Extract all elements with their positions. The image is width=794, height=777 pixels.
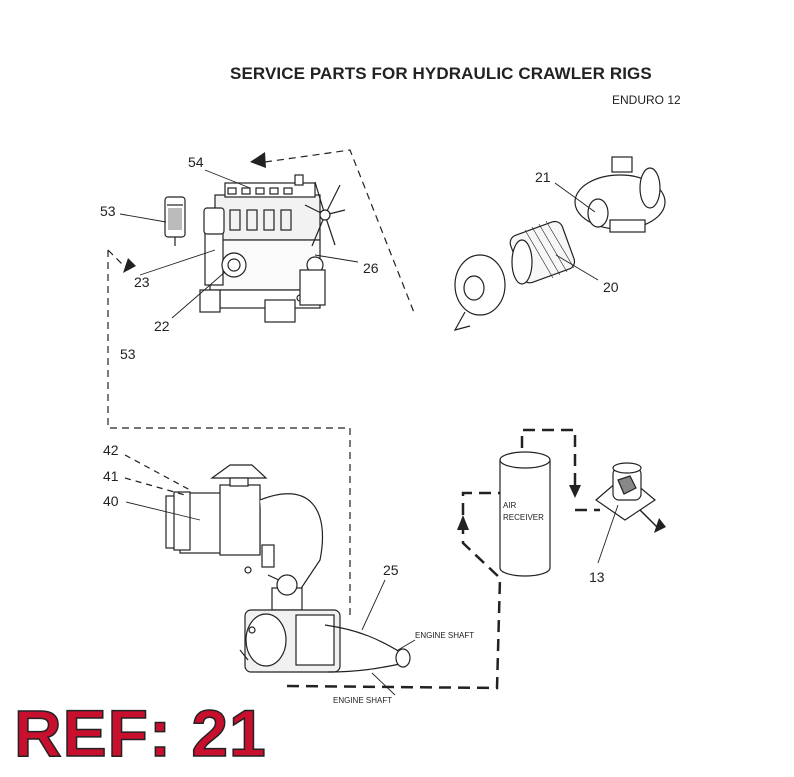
callout-23: 23: [134, 274, 150, 290]
routing-lines: [107, 149, 416, 620]
engine-fan-icon: [304, 181, 346, 247]
callout-13: 13: [589, 569, 605, 585]
callout-25: 25: [383, 562, 399, 578]
air-receiver-label-1: AIR: [503, 501, 517, 510]
model-label: ENDURO 12: [612, 93, 681, 107]
callout-53-line: 53: [120, 346, 136, 362]
callout-21: 21: [535, 169, 551, 185]
arrow-icon: [457, 515, 469, 530]
callout-26: 26: [363, 260, 379, 276]
air-filter-element-icon: [524, 220, 575, 279]
oil-cooler-assembly[interactable]: [165, 464, 324, 591]
leader-dashes: [124, 454, 191, 496]
callout-54: 54: [188, 154, 204, 170]
fuel-filter[interactable]: [164, 196, 186, 246]
air-receiver-label-2: RECEIVER: [503, 513, 544, 522]
air-lines: [286, 428, 600, 690]
engine-shaft-label-lower: ENGINE SHAFT: [333, 696, 392, 705]
callout-41: 41: [103, 468, 119, 484]
arrow-icon: [250, 152, 266, 168]
page-title: SERVICE PARTS FOR HYDRAULIC CRAWLER RIGS: [230, 64, 652, 83]
callout-40: 40: [103, 493, 119, 509]
callout-53: 53: [100, 203, 116, 219]
callout-20: 20: [603, 279, 619, 295]
arrow-icon: [654, 518, 666, 533]
engine-shaft-label-upper: ENGINE SHAFT: [415, 631, 474, 640]
air-receiver[interactable]: [499, 451, 551, 577]
arrow-icon: [569, 485, 581, 498]
drive-belt[interactable]: [324, 624, 411, 673]
reference-label: REF: 21: [13, 696, 267, 770]
compressor-assembly[interactable]: [239, 574, 341, 673]
engine-assembly[interactable]: [199, 174, 346, 323]
callout-42: 42: [103, 442, 119, 458]
arrow-icon: [123, 258, 136, 273]
leader-lines: [119, 169, 619, 696]
valve-assembly[interactable]: [595, 462, 657, 521]
callout-22: 22: [154, 318, 170, 334]
air-filter-assembly[interactable]: [453, 156, 666, 331]
